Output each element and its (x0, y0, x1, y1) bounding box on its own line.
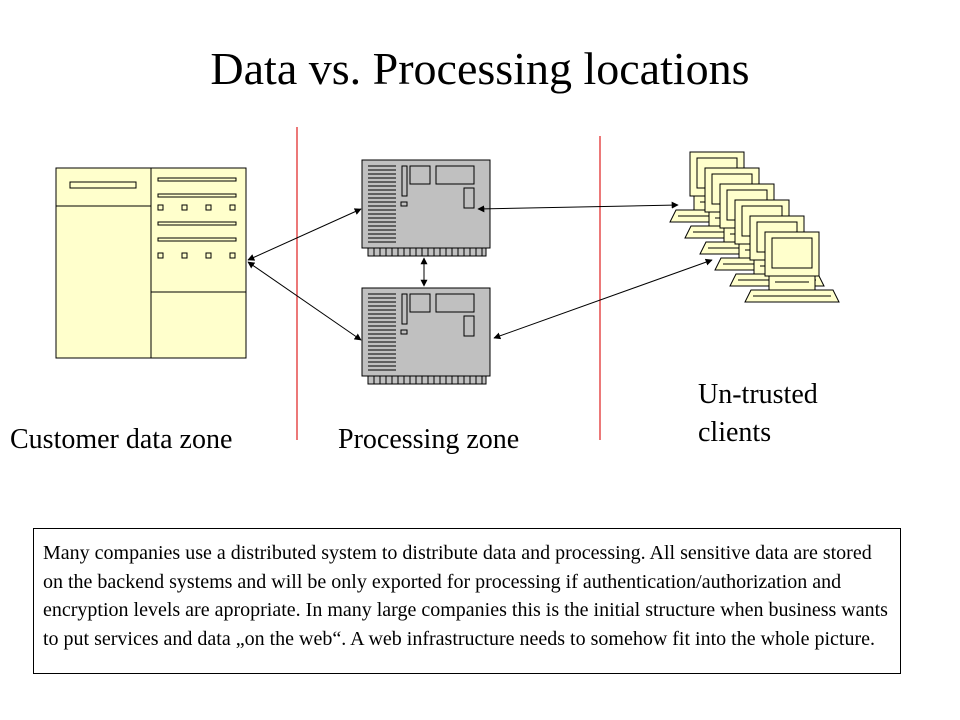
client-computer-icon (669, 151, 840, 303)
page-title: Data vs. Processing locations (210, 43, 750, 94)
link-data-to-server2 (247, 261, 362, 341)
clients-label-line1: Un-trusted (698, 379, 818, 410)
processing-zone-label: Processing zone (338, 424, 520, 455)
link-data-to-server1 (247, 208, 362, 261)
processing-server-icon (361, 287, 491, 385)
caption-box: Many companies use a distributed system … (33, 528, 901, 674)
database-server-icon (55, 167, 247, 359)
processing-server-icon (361, 159, 491, 257)
link-server1-to-clients (477, 201, 679, 213)
clients-label-line2: clients (698, 417, 772, 448)
clients-zone-label: Un-trusted clients (698, 376, 818, 452)
link-server2-to-clients (493, 258, 713, 340)
customer-zone-label: Customer data zone (10, 424, 233, 455)
